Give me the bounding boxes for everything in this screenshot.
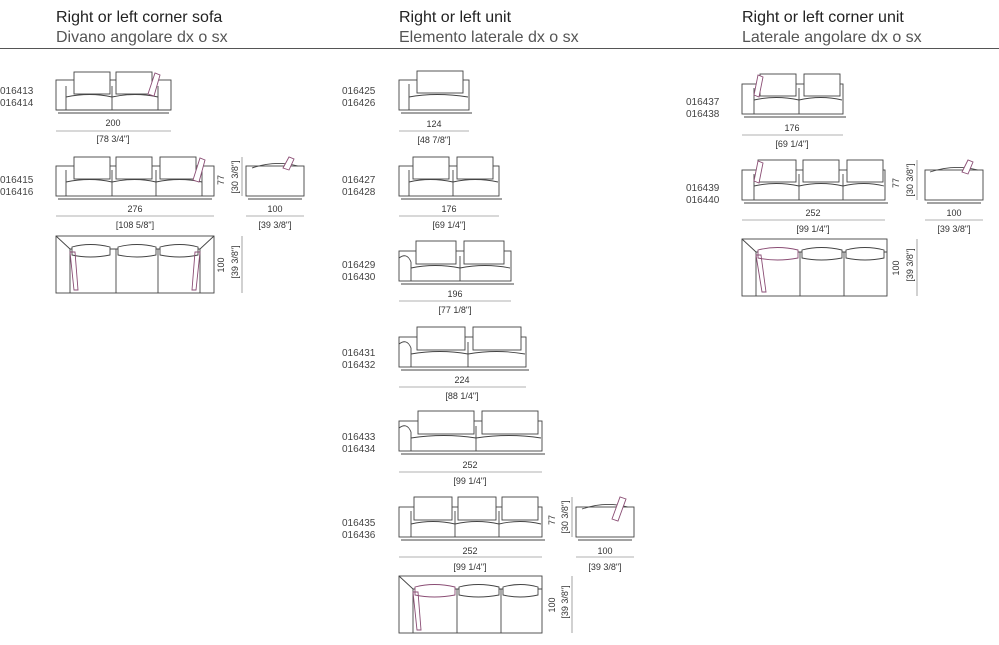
column-title: Right or left corner unit (742, 9, 904, 26)
column-header-corner-sofa: Right or left corner sofa Divano angolar… (56, 8, 228, 47)
side-view (924, 159, 984, 204)
depth-inch-label: [39 3/8"] (230, 245, 240, 278)
product-code: 016440 (686, 195, 720, 206)
depth-inch-label: [39 3/8"] (905, 248, 915, 281)
product-code: 016438 (686, 109, 720, 120)
depth-label: 100 (946, 208, 961, 218)
plan-view (741, 238, 888, 297)
width-label: 252 (805, 208, 820, 218)
depth-label: 100 (891, 260, 901, 275)
product-code: 016427 (342, 175, 376, 186)
plan-view (398, 575, 543, 634)
width-label: 200 (105, 118, 120, 128)
side-view (245, 156, 305, 200)
column-subtitle: Elemento laterale dx o sx (399, 29, 579, 46)
header-divider (0, 48, 999, 49)
height-label: 77 (547, 515, 557, 525)
corner-unit-elevation (741, 159, 888, 204)
product-code: 016414 (0, 98, 34, 109)
height-label: 77 (891, 178, 901, 188)
column-subtitle: Laterale angolare dx o sx (742, 29, 922, 46)
sofa-elevation (55, 71, 172, 114)
depth-label: 100 (267, 204, 282, 214)
product-code: 016431 (342, 348, 376, 359)
width-label: 196 (447, 289, 462, 299)
product-code: 016439 (686, 183, 720, 194)
width-label: 124 (426, 119, 441, 129)
width-inch-label: [88 1/4"] (445, 391, 478, 401)
width-inch-label: [99 1/4"] (796, 224, 829, 234)
product-code: 016428 (342, 187, 376, 198)
column-header-unit: Right or left unit Elemento laterale dx … (399, 8, 579, 47)
depth-inch-label: [39 3/8"] (258, 220, 291, 230)
product-code: 016435 (342, 518, 376, 529)
height-inch-label: [30 3/8"] (905, 163, 915, 196)
product-code: 016426 (342, 98, 376, 109)
product-code: 016413 (0, 86, 34, 97)
unit-elevation (398, 410, 545, 455)
width-inch-label: [69 1/4"] (775, 139, 808, 149)
corner-unit-elevation (741, 73, 846, 118)
product-code: 016425 (342, 86, 376, 97)
depth-label: 100 (547, 597, 557, 612)
width-label: 176 (784, 123, 799, 133)
width-inch-label: [99 1/4"] (453, 476, 486, 486)
unit-elevation (398, 240, 514, 285)
depth-inch-label: [39 3/8"] (937, 224, 970, 234)
product-code: 016437 (686, 97, 720, 108)
product-code: 016433 (342, 432, 376, 443)
column-header-corner-unit: Right or left corner unit Laterale angol… (742, 8, 922, 47)
height-label: 77 (216, 175, 226, 185)
unit-elevation (398, 326, 529, 371)
width-inch-label: [77 1/8"] (438, 305, 471, 315)
column-title: Right or left unit (399, 9, 512, 26)
product-code: 016430 (342, 272, 376, 283)
unit-elevation (398, 156, 502, 200)
side-view (575, 496, 635, 541)
depth-label: 100 (216, 257, 226, 272)
width-label: 176 (441, 204, 456, 214)
width-label: 252 (462, 546, 477, 556)
width-label: 276 (127, 204, 142, 214)
column-subtitle: Divano angolare dx o sx (56, 29, 228, 46)
width-label: 224 (454, 375, 469, 385)
product-code: 016434 (342, 444, 376, 455)
width-inch-label: [108 5/8"] (116, 220, 154, 230)
product-code: 016436 (342, 530, 376, 541)
depth-inch-label: [39 3/8"] (560, 585, 570, 618)
height-inch-label: [30 3/8"] (230, 160, 240, 193)
height-inch-label: [30 3/8"] (560, 500, 570, 533)
plan-view (55, 235, 215, 294)
depth-label: 100 (597, 546, 612, 556)
width-inch-label: [48 7/8"] (417, 135, 450, 145)
unit-elevation (398, 496, 545, 541)
width-inch-label: [78 3/4"] (96, 134, 129, 144)
product-code: 016415 (0, 175, 34, 186)
sofa-elevation (55, 156, 215, 200)
product-code: 016432 (342, 360, 376, 371)
product-code: 016416 (0, 187, 34, 198)
column-title: Right or left corner sofa (56, 9, 223, 26)
width-label: 252 (462, 460, 477, 470)
unit-elevation (398, 70, 472, 114)
width-inch-label: [69 1/4"] (432, 220, 465, 230)
width-inch-label: [99 1/4"] (453, 562, 486, 572)
product-code: 016429 (342, 260, 376, 271)
depth-inch-label: [39 3/8"] (588, 562, 621, 572)
